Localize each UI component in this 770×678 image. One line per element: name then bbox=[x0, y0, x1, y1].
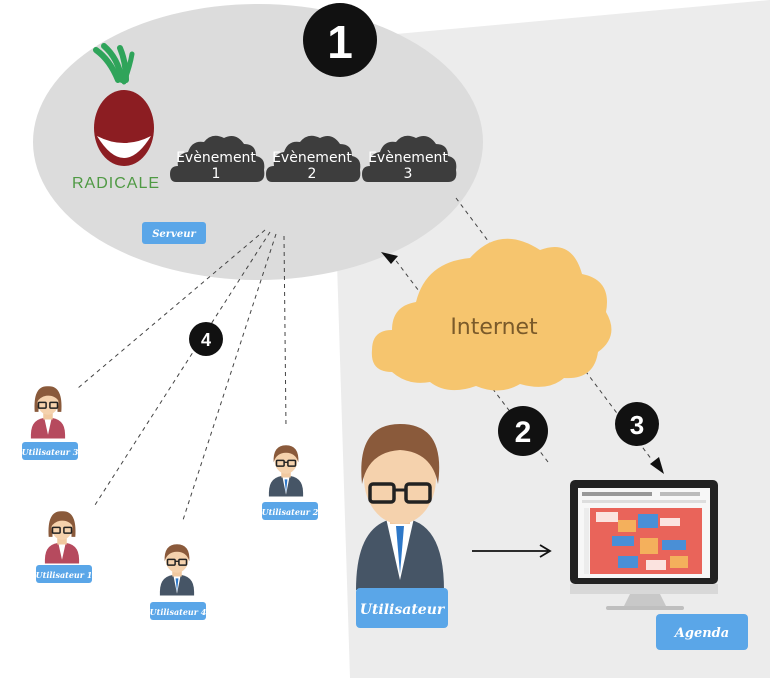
step-marker-1-label: 1 bbox=[327, 16, 353, 68]
internet-label: Internet bbox=[450, 315, 538, 340]
event-1-number: 1 bbox=[212, 166, 221, 182]
agenda-monitor bbox=[570, 480, 718, 610]
internet-cloud: Internet bbox=[371, 238, 612, 391]
event-3-number: 3 bbox=[404, 166, 413, 182]
server-tag-label: Serveur bbox=[152, 229, 196, 240]
arrowhead-step2 bbox=[381, 252, 398, 264]
user-3: Utilisateur 3 bbox=[22, 385, 79, 460]
step-marker-2: 2 bbox=[498, 406, 548, 456]
agenda-calendar-grid bbox=[584, 508, 702, 574]
agenda-tag: Agenda bbox=[656, 614, 748, 650]
agenda-tag-label: Agenda bbox=[673, 626, 729, 641]
link-user4 bbox=[182, 233, 277, 521]
main-user-label: Utilisateur bbox=[360, 602, 446, 618]
event-cloud-2: Evènement 2 bbox=[266, 135, 361, 182]
user-1-label: Utilisateur 1 bbox=[36, 570, 93, 580]
main-user: Utilisateur bbox=[356, 424, 448, 628]
radicale-logo: RADICALE bbox=[72, 43, 160, 192]
user-2-label: Utilisateur 2 bbox=[262, 507, 319, 517]
step-marker-3: 3 bbox=[615, 402, 659, 446]
event-cloud-1: Evènement 1 bbox=[170, 135, 265, 182]
arrowhead-step3 bbox=[650, 457, 664, 474]
event-3-title: Evènement bbox=[368, 150, 448, 166]
step-marker-4: 4 bbox=[189, 322, 223, 356]
event-cloud-3: Evènement 3 bbox=[362, 135, 457, 182]
link-user1 bbox=[94, 231, 271, 506]
event-1-title: Evènement bbox=[176, 150, 256, 166]
radicale-brand: RADICALE bbox=[72, 175, 160, 192]
event-2-number: 2 bbox=[308, 166, 317, 182]
step-marker-4-label: 4 bbox=[201, 330, 211, 350]
server-ellipse bbox=[33, 4, 483, 280]
step-marker-1: 1 bbox=[303, 3, 377, 77]
arrow-user-to-agenda bbox=[472, 544, 552, 558]
user-3-label: Utilisateur 3 bbox=[22, 447, 79, 457]
user-2: Utilisateur 2 bbox=[262, 444, 319, 520]
user-1: Utilisateur 1 bbox=[36, 510, 93, 583]
step-marker-3-label: 3 bbox=[630, 410, 644, 440]
user-4: Utilisateur 4 bbox=[150, 543, 207, 620]
link-user2 bbox=[283, 235, 287, 429]
user-4-label: Utilisateur 4 bbox=[150, 607, 207, 617]
link-user3 bbox=[77, 229, 266, 389]
server-tag: Serveur bbox=[142, 222, 206, 244]
event-2-title: Evènement bbox=[272, 150, 352, 166]
step-marker-2-label: 2 bbox=[515, 416, 532, 449]
